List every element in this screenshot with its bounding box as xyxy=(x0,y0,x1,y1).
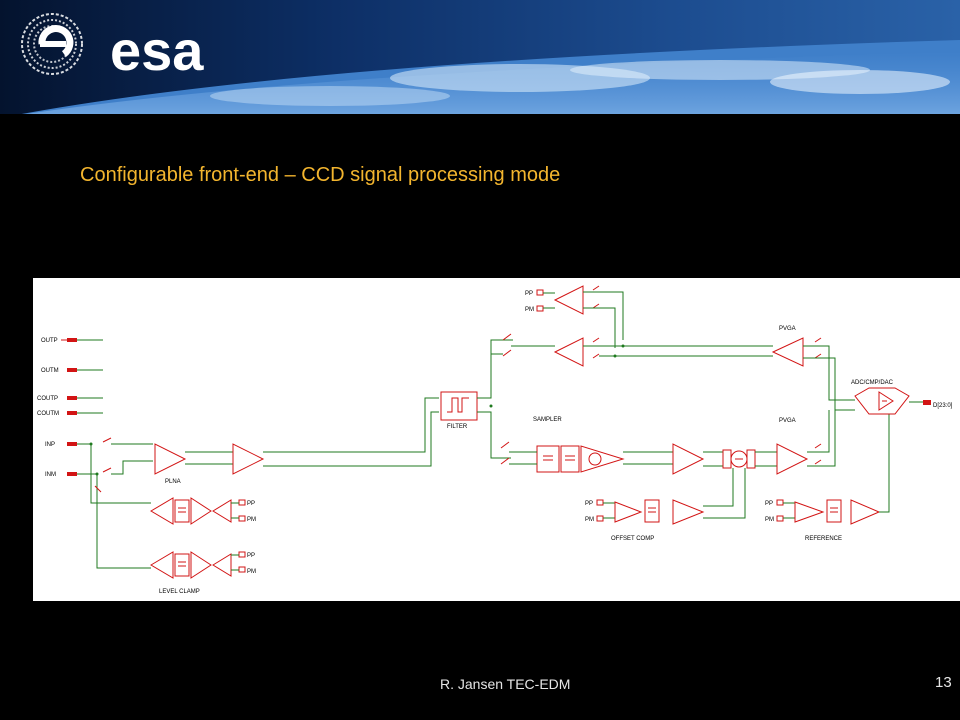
input-label-inm: INM xyxy=(45,472,56,478)
adc-cmp-dac-block: ADC/CMP/DAC xyxy=(851,380,910,415)
plna-pp-label: PP xyxy=(247,501,255,507)
offset-pm-label: PM xyxy=(585,517,594,523)
level-clamp-pm-label: PM xyxy=(247,569,256,575)
pvga-bottom-label: PVGA xyxy=(779,418,796,424)
sampler-label: SAMPLER xyxy=(533,417,562,423)
top-pp-label: PP xyxy=(525,291,533,297)
schematic-panel: OUTP OUTM COUTP COUTM INP INM PLNA xyxy=(33,278,960,601)
footer-author: R. Jansen TEC-EDM xyxy=(440,676,571,692)
plna-feedback-block: PP PM xyxy=(150,497,256,525)
input-pin-coutp: COUTP xyxy=(37,396,103,402)
esa-logo-mark xyxy=(21,13,83,75)
input-pin-inp: INP xyxy=(45,442,77,448)
offset-comp-block: PP PM OFFSET COMP xyxy=(585,499,705,542)
input-label-coutm: COUTM xyxy=(37,411,59,417)
offset-comp-label: OFFSET COMP xyxy=(611,536,654,542)
summing-node xyxy=(722,449,756,469)
pvga-top-label: PVGA xyxy=(779,326,796,332)
slide-title: Configurable front-end – CCD signal proc… xyxy=(80,164,561,186)
pvga-bottom-amplifier: PVGA xyxy=(776,418,809,475)
offset-pp-label: PP xyxy=(585,501,593,507)
level-clamp-pp-label: PP xyxy=(247,553,255,559)
input-label-outp: OUTP xyxy=(41,338,58,344)
header-banner: esa xyxy=(0,0,960,118)
filter-label: FILTER xyxy=(447,424,468,430)
plna-amplifier: PLNA xyxy=(154,443,187,485)
reference-block: PP PM REFERENCE xyxy=(765,499,881,542)
upper-amplifier-reverse xyxy=(553,337,584,367)
input-pin-outm: OUTM xyxy=(41,368,103,374)
filter-block: FILTER xyxy=(440,391,478,430)
reference-label: REFERENCE xyxy=(805,536,842,542)
input-label-coutp: COUTP xyxy=(37,396,58,402)
top-pp-pm-amplifier: PP PM xyxy=(525,285,624,348)
earth-horizon-image xyxy=(0,0,960,118)
reference-pp-label: PP xyxy=(765,501,773,507)
esa-logo: esa xyxy=(21,13,204,80)
plna-label: PLNA xyxy=(165,479,181,485)
input-label-inp: INP xyxy=(45,442,55,448)
front-end-schematic: OUTP OUTM COUTP COUTM INP INM PLNA xyxy=(37,285,953,595)
input-pin-outp: OUTP xyxy=(41,338,103,344)
output-bus-label: D[23:0] xyxy=(933,403,953,409)
plna-second-stage xyxy=(232,443,265,475)
adc-output-pin: D[23:0] xyxy=(923,400,953,409)
reference-pm-label: PM xyxy=(765,517,774,523)
input-label-outm: OUTM xyxy=(41,368,59,374)
plna-pm-label: PM xyxy=(247,517,256,523)
page-number: 13 xyxy=(935,674,952,691)
input-pin-inm: INM xyxy=(45,472,77,478)
top-pm-label: PM xyxy=(525,307,534,313)
sampler-output-amplifier xyxy=(672,443,705,475)
adc-label: ADC/CMP/DAC xyxy=(851,380,894,386)
pvga-top-amplifier: PVGA xyxy=(771,326,804,367)
sampler-block xyxy=(536,445,625,473)
level-clamp-label: LEVEL CLAMP xyxy=(159,589,200,595)
esa-logo-text: esa xyxy=(110,19,204,80)
input-pin-coutm: COUTM xyxy=(37,411,103,417)
level-clamp-block: PP PM LEVEL CLAMP xyxy=(150,551,256,595)
